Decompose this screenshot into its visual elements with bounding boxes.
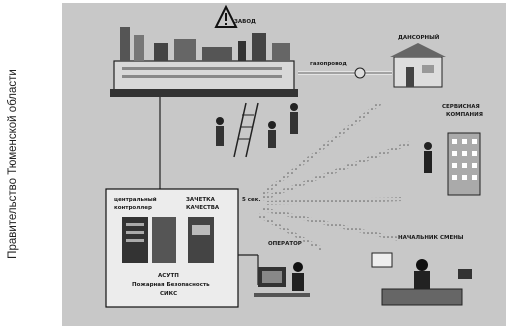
control-room: центральный контроллер ЗАЧЕТКА КАЧЕСТВА …: [106, 189, 238, 307]
system-label-2: Пожарная Безопасность: [132, 282, 210, 288]
system-label-3: СИКС: [160, 291, 177, 297]
controller-label-1: центральный: [114, 196, 157, 203]
manager-label: НАЧАЛЬНИК СМЕНЫ: [398, 235, 464, 241]
side-caption: Правительство Тюменской области: [0, 0, 26, 329]
pipeline-label: газопровод: [310, 61, 347, 67]
scheme-illustration: ЗАВОД газопровод ДАНСОРНЫЙ: [62, 3, 506, 326]
timer-label: 5 сек.: [242, 197, 261, 203]
consumer-label: ДАНСОРНЫЙ: [398, 33, 440, 41]
controller-label-2: контроллер: [114, 205, 152, 211]
quality-label-2: КАЧЕСТВА: [186, 205, 220, 211]
service-label-2: КОМПАНИЯ: [446, 112, 483, 118]
factory-label: ЗАВОД: [234, 19, 256, 25]
quality-label-1: ЗАЧЕТКА: [186, 197, 216, 203]
service-label-1: СЕРВИСНАЯ: [442, 104, 480, 110]
government-caption: Правительство Тюменской области: [7, 69, 19, 259]
operator-label: ОПЕРАТОР: [268, 241, 302, 247]
system-label-1: АСУТП: [158, 273, 179, 279]
